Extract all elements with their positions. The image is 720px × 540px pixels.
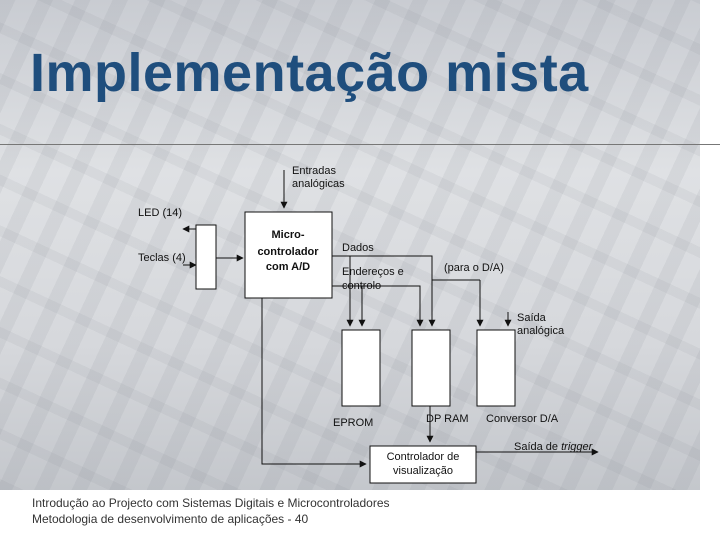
footer-page: Metodologia de desenvolvimento de aplica… <box>32 512 309 526</box>
slide-background <box>0 0 700 490</box>
para-da-label: (para o D/A) <box>444 262 504 274</box>
microcontroller-block <box>244 211 333 299</box>
enderecos-label-1: Endereços e <box>342 266 404 278</box>
entradas-label-1: Entradas <box>292 165 337 177</box>
title-divider <box>0 144 720 145</box>
dados-label: Dados <box>342 242 374 254</box>
enderecos-bus <box>332 285 421 326</box>
entradas-label-2: analógicas <box>292 178 345 190</box>
controlador-label-2: visualização <box>393 465 453 477</box>
micro-label-3: com A/D <box>266 261 310 273</box>
dp-ram-label: DP RAM <box>426 413 469 425</box>
led-label: LED (14) <box>138 207 182 219</box>
conversor-label: Conversor D/A <box>486 413 559 425</box>
controlador-visualizacao-block <box>369 445 477 484</box>
dp-ram-block <box>411 329 451 407</box>
micro-label-1: Micro- <box>272 229 305 241</box>
controlador-label-1: Controlador de <box>387 451 460 463</box>
micro-to-controller-arrow <box>261 298 367 468</box>
footer-course: Introdução ao Projecto com Sistemas Digi… <box>32 496 390 510</box>
saida-analogica-label-2: analógica <box>517 325 565 337</box>
micro-label-2: controlador <box>257 246 319 258</box>
saida-analogica-label-1: Saída <box>517 312 547 324</box>
enderecos-label-2: controlo <box>342 280 381 292</box>
teclas-label: Teclas (4) <box>138 252 186 264</box>
saida-trigger-label: Saída de trigger <box>514 441 594 453</box>
eprom-label: EPROM <box>333 417 373 429</box>
eprom-block <box>341 329 381 407</box>
slide-title: Implementação mista <box>30 43 589 103</box>
io-interface-block <box>195 224 217 290</box>
conversor-da-block <box>476 329 516 407</box>
